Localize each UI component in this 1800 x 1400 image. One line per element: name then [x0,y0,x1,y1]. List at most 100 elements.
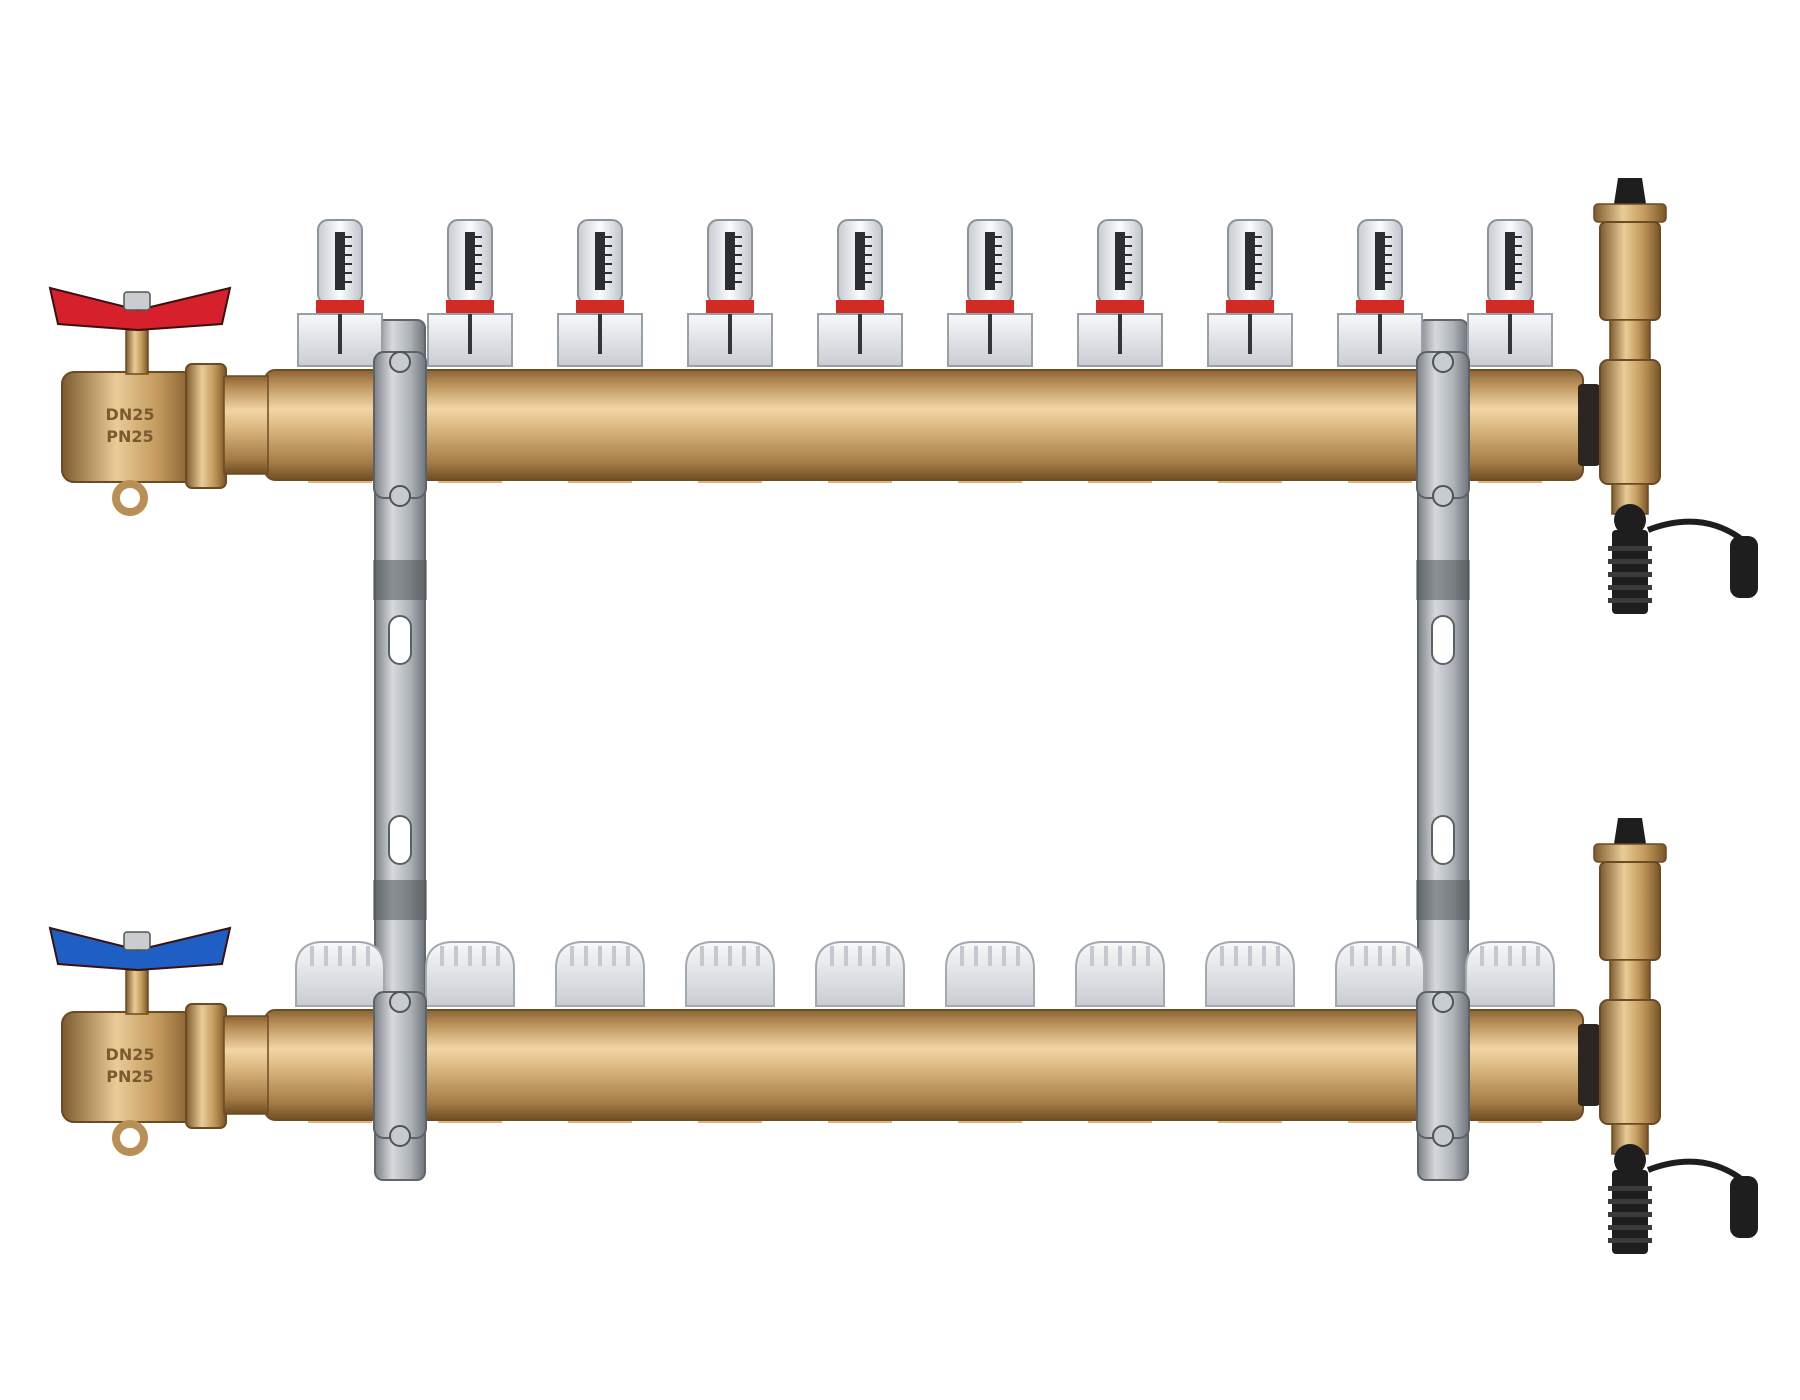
valve-cap-body [815,941,905,1007]
flow-meter-tick [1125,254,1132,256]
valve-cap-rib [1002,946,1006,966]
valve-cap-rib [1364,946,1368,966]
clamp-screw [1432,351,1454,373]
nozzle-rib [1608,1225,1652,1230]
flow-meter [1337,219,1423,367]
clamp-screw [389,1125,411,1147]
air-vent-cap-icon [1614,818,1646,844]
air-vent-body [1599,221,1661,321]
bracket-clamp [1416,991,1470,1139]
flow-meter-ring [706,300,754,314]
air-vent-cap-icon [1614,178,1646,204]
flow-meter-tick [1125,272,1132,274]
flow-meter-marker [338,314,342,354]
bracket-bend [1416,560,1470,600]
flow-meter-tick [345,245,352,247]
valve-cap-rib [1494,946,1498,966]
valve-cap-rib [1276,946,1280,966]
bar-end-seal [1578,384,1600,466]
valve-cap-body [555,941,645,1007]
flow-meter-ring [1356,300,1404,314]
valve-connector [223,1015,269,1115]
valve-marking-pn: PN25 [106,427,153,446]
flow-meter-tick [475,254,482,256]
flow-meter-tick [865,245,872,247]
flow-meter-tick [865,272,872,274]
valve-cap-rib [756,946,760,966]
valve-cap [815,941,905,1007]
flow-meter-marker [858,314,862,354]
bracket-slot [388,815,412,865]
return-air-vent-assembly [1593,818,1758,1254]
valve-cap [1205,941,1295,1007]
valve-cap-rib [830,946,834,966]
flow-meter-tick [1255,281,1262,283]
air-vent-neck [1609,319,1651,361]
flow-meter-tick [605,254,612,256]
valve-cap-rib [324,946,328,966]
flow-meter-scale [1245,232,1255,290]
drain-cap-icon [1730,536,1758,598]
flow-meter-scale [1505,232,1515,290]
valve-cap-body [945,941,1035,1007]
flow-meter-tick [735,254,742,256]
flow-meter [687,219,773,367]
flow-meter-tick [995,245,1002,247]
bracket-slot [1431,615,1455,665]
valve-cap-rib [1378,946,1382,966]
valve-cap [945,941,1035,1007]
valve-cap-rib [612,946,616,966]
flow-meter-tick [345,281,352,283]
flow-meter-ring [1486,300,1534,314]
flow-meter-tick [865,236,872,238]
valve-union-nut [185,1003,227,1129]
valve-cap-rib [440,946,444,966]
flow-meter [1207,219,1293,367]
flow-meter-ring [576,300,624,314]
valve-marking-dn: DN25 [106,1045,155,1064]
valve-cap [295,941,385,1007]
brass-bar-body [264,1009,1584,1121]
handle-nut [123,291,151,311]
valve-stem [125,329,149,375]
bracket-clamp [373,351,427,499]
flow-meter-tick [865,263,872,265]
valve-cap-rib [858,946,862,966]
flow-meter-tick [605,281,612,283]
valve-cap-rib [1480,946,1484,966]
valve-cap-rib [1090,946,1094,966]
valve-cap-body [1335,941,1425,1007]
valve-cap-rib [482,946,486,966]
flow-meter-tick [1515,236,1522,238]
valve-cap-rib [570,946,574,966]
flow-meter-tick [735,245,742,247]
valve-cap-rib [1350,946,1354,966]
valve-cap-rib [886,946,890,966]
drain-valve-knob-icon [1614,504,1646,536]
flow-meter-tick [995,272,1002,274]
flow-meter-tick [995,281,1002,283]
valve-cap [425,941,515,1007]
valve-marking-dn: DN25 [106,405,155,424]
flow-meter-ring [316,300,364,314]
drain-valve-knob-icon [1614,1144,1646,1176]
flow-meter-scale [725,232,735,290]
bar-end-seal [1578,1024,1600,1106]
valve-cap-rib [1132,946,1136,966]
bracket-clamp [1416,351,1470,499]
air-vent-top-ring [1593,203,1667,223]
valve-cap-rib [960,946,964,966]
clamp-screw [1432,1125,1454,1147]
wall-brackets [373,319,1470,1181]
valve-cap-rib [1104,946,1108,966]
valve-cap-rib [1146,946,1150,966]
flow-meter-scale [985,232,995,290]
bracket-slot [1431,815,1455,865]
flow-meter-tick [1385,281,1392,283]
bracket-clamp [373,991,427,1139]
bracket-strip [374,319,426,1181]
flow-meter-ring [1096,300,1144,314]
flow-meter-tick [1385,272,1392,274]
air-vent-body [1599,861,1661,961]
